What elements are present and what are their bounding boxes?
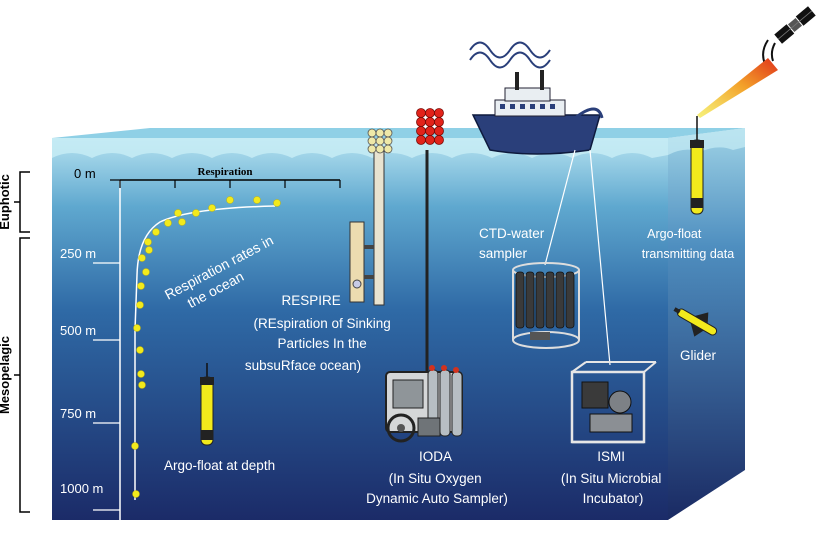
satellite-icon	[774, 6, 816, 44]
side-wave-crests	[668, 128, 745, 155]
glider-label: Glider	[680, 348, 717, 363]
respiration-point	[136, 346, 144, 354]
depth-label-1000: 1000 m	[60, 481, 103, 496]
ismi-device	[570, 361, 657, 444]
respiration-point	[136, 301, 144, 309]
respiration-axis-label: Respiration	[198, 166, 253, 178]
mesopelagic-bracket	[19, 237, 30, 513]
respiration-points	[131, 196, 281, 498]
mesopelagic-label: Mesopelagic	[0, 336, 12, 414]
respiration-point	[208, 204, 216, 212]
respiration-point	[137, 370, 145, 378]
satellite-beam	[697, 58, 778, 118]
ioda-device	[385, 365, 463, 443]
research-ship	[469, 41, 604, 155]
argo-depth-label: Argo-float at depth	[164, 458, 275, 473]
euphotic-bracket	[19, 171, 30, 233]
respiration-point	[144, 238, 152, 246]
euphotic-label: Euphotic	[0, 174, 12, 230]
respiration-point	[138, 381, 146, 389]
respiration-point	[142, 268, 150, 276]
argo-float-surface	[690, 116, 704, 215]
glider-icon	[673, 307, 718, 337]
respiration-point	[138, 254, 146, 262]
ismi-cable	[589, 149, 611, 366]
respiration-point	[133, 324, 141, 332]
ismi-label: ISMI (In Situ Microbial Incubator)	[561, 449, 665, 506]
respiration-point	[253, 196, 261, 204]
respire-instrument	[349, 128, 393, 306]
ctd-rosette	[512, 262, 580, 349]
argo-surface-label: Argo-float transmitting data	[642, 227, 734, 261]
ioda-buoys	[416, 108, 444, 145]
respiration-point	[273, 199, 281, 207]
depth-label-250: 250 m	[60, 246, 96, 261]
depth-label-750: 750 m	[60, 406, 96, 421]
respiration-point	[174, 209, 182, 217]
respiration-point	[178, 218, 186, 226]
respiration-point	[145, 246, 153, 254]
respiration-point	[131, 442, 139, 450]
respiration-point	[164, 219, 172, 227]
respiration-point	[226, 196, 234, 204]
respiration-point	[137, 282, 145, 290]
respiration-point	[192, 209, 200, 217]
depth-label-0: 0 m	[74, 166, 96, 181]
ioda-label: IODA (In Situ Oxygen Dynamic Auto Sample…	[366, 449, 508, 506]
depth-label-500: 500 m	[60, 323, 96, 338]
respiration-axis-ticks	[119, 180, 341, 188]
respiration-curve	[134, 205, 276, 500]
respire-label: RESPIRE (REspiration of Sinking Particle…	[245, 293, 395, 373]
ocean-surface	[52, 128, 745, 138]
respiration-point	[132, 490, 140, 498]
respiration-point	[152, 228, 160, 236]
ctd-label: CTD-water sampler	[479, 226, 548, 261]
argo-float-depth	[200, 363, 214, 446]
ctd-cable	[544, 149, 576, 266]
